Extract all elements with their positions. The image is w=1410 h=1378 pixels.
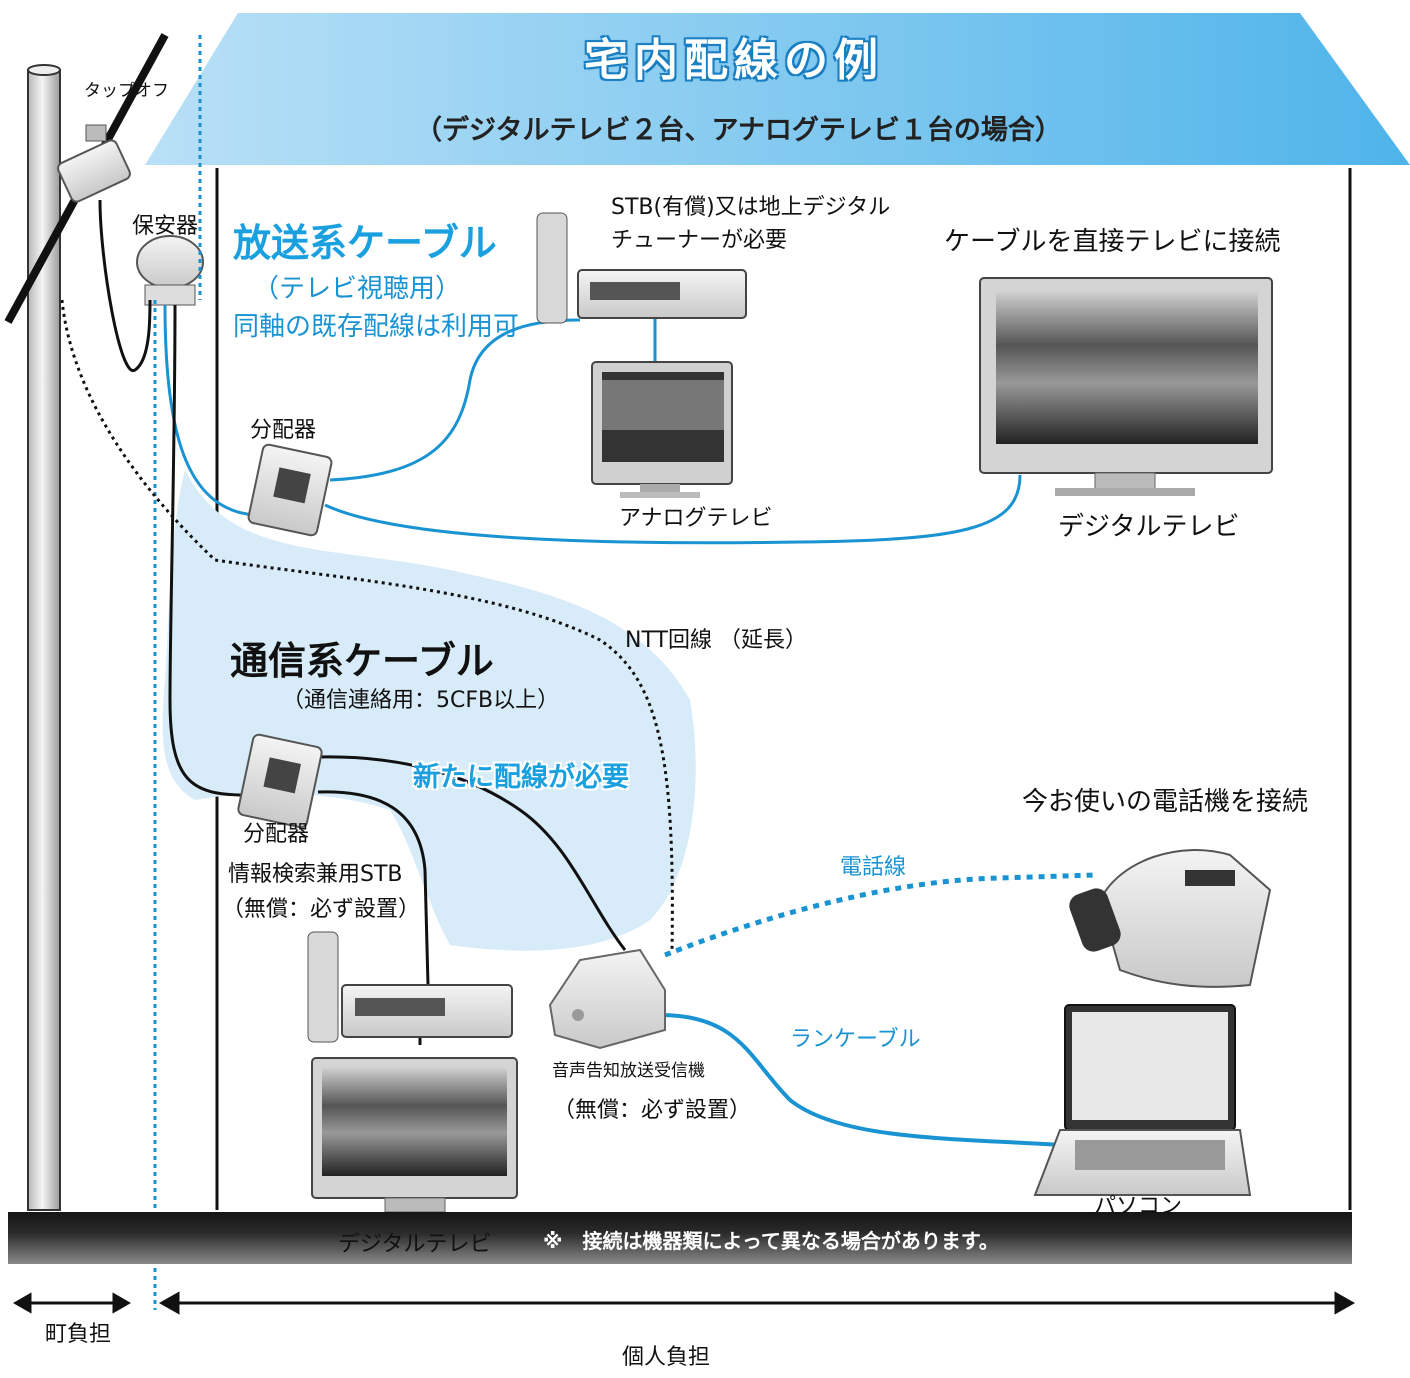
tap-off-device: [57, 124, 131, 203]
personal-burden-arrow: [158, 1291, 1356, 1315]
analog-tv-label: アナログテレビ: [619, 506, 773, 531]
telephone-device: [1069, 849, 1272, 988]
broadcast-cable-4: [324, 474, 1022, 545]
phone-line-label: 電話線: [840, 855, 907, 880]
digital-tv-right-label: デジタルテレビ: [1058, 512, 1240, 542]
page-title: 宅内配線の例: [584, 35, 884, 86]
comm-cable-title: 通信系ケーブル: [230, 639, 494, 683]
ground: [8, 1212, 1352, 1264]
protector-device: [136, 235, 204, 306]
pc-label: パソコン: [1094, 1194, 1183, 1219]
info-stb-label-2: （無償：必ず設置）: [222, 897, 421, 922]
lan-cable-wire: [659, 1013, 1061, 1147]
receiver-label-1: 音声告知放送受信機: [552, 1061, 705, 1081]
broadcast-cable-2: [329, 318, 581, 482]
stb-required-label-2: チューナーが必要: [611, 228, 788, 253]
laptop-device: [1033, 1004, 1252, 1196]
receiver-label-2: （無償：必ず設置）: [553, 1098, 752, 1123]
receiver-device: [548, 948, 666, 1050]
ntt-line: [60, 299, 674, 951]
comm-area-shade: [162, 470, 696, 951]
broadcast-cable-1: [163, 304, 256, 517]
digital-tv-bottom-device: [311, 1057, 518, 1213]
tap-off-label: タップオフ: [84, 81, 169, 101]
splitter-bottom-label: 分配器: [243, 822, 310, 847]
broadcast-cable-note-1: （テレビ視聴用）: [253, 274, 462, 304]
broadcast-cable-title: 放送系ケーブル: [233, 221, 497, 265]
page-subtitle: （デジタルテレビ２台、アナログテレビ１台の場合）: [415, 115, 1062, 146]
broadcast-cable-note-2: 同軸の既存配線は利用可: [233, 312, 520, 342]
town-burden-label: 町負担: [45, 1322, 112, 1347]
digital-tv-bottom-label: デジタルテレビ: [338, 1232, 492, 1257]
info-stb-label-1: 情報検索兼用STB: [228, 862, 403, 887]
connection-note: ※ 接続は機器類によって異なる場合があります。: [543, 1229, 999, 1253]
town-burden-arrow: [12, 1292, 132, 1314]
ntt-line-label: NTT回線 （延長）: [625, 628, 807, 653]
stb-bottom-device: [307, 931, 513, 1043]
stb-top-device: [536, 212, 747, 324]
digital-tv-right-device: [979, 277, 1273, 496]
phone-connect-label: 今お使いの電話機を接続: [1022, 787, 1309, 817]
splitter-bottom-device: [237, 733, 323, 829]
comm-cable-1: [168, 304, 246, 797]
lan-cable-label: ランケーブル: [790, 1027, 921, 1052]
splitter-top-device: [247, 443, 333, 537]
comm-cable-note: （通信連絡用：5CFB以上）: [282, 688, 560, 713]
personal-burden-label: 個人負担: [622, 1345, 711, 1370]
stb-required-label-1: STB(有償)又は地上デジタル: [611, 195, 891, 220]
protector-label: 保安器: [132, 214, 199, 239]
comm-cable-3: [317, 790, 430, 986]
analog-tv-device: [591, 361, 733, 498]
splitter-top-label: 分配器: [250, 418, 317, 443]
new-wiring-label: 新たに配線が必要: [413, 762, 629, 793]
phone-line-wire: [664, 872, 1096, 958]
comm-cable-2: [317, 755, 627, 951]
direct-connect-label: ケーブルを直接テレビに接続: [944, 227, 1281, 257]
roof: [145, 13, 1410, 165]
